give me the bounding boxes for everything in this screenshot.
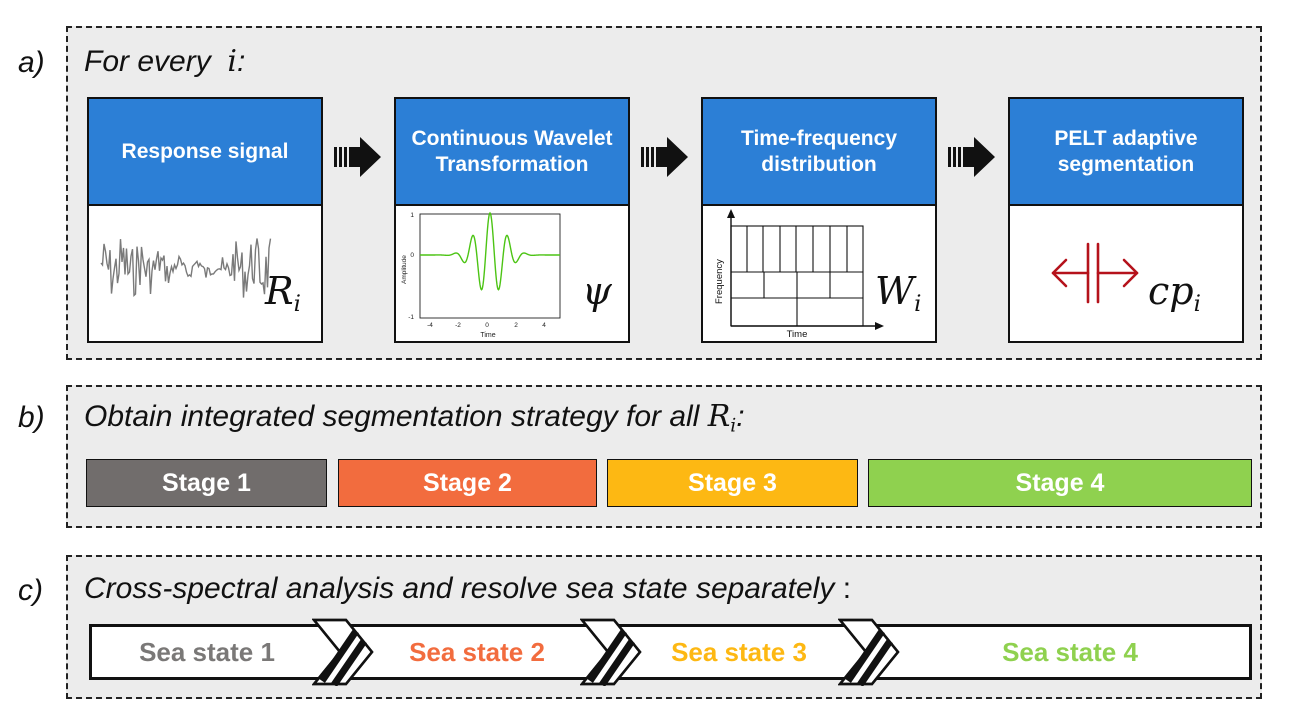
wavelet-xtick: -2: [455, 322, 461, 329]
stage-4-bar: Stage 4: [868, 459, 1252, 507]
response-symbol-base: R: [265, 269, 294, 313]
section-b-heading: Obtain integrated segmentation strategy …: [84, 399, 745, 437]
wavelet-xtick: 0: [485, 322, 489, 329]
section-c-heading-text: Cross-spectral analysis and resolve sea …: [84, 572, 835, 605]
response-symbol-subscript: i: [293, 290, 301, 317]
tf-symbol: Wi: [875, 269, 921, 317]
step-card-wavelet: Continuous Wavelet Transformation Amplit…: [394, 97, 630, 343]
tf-symbol-subscript: i: [914, 290, 922, 317]
tf-arrow-up: [727, 209, 735, 218]
section-a-heading-text: For every: [84, 45, 211, 78]
step-title: Response signal: [89, 99, 321, 206]
stage-1-bar: Stage 1: [86, 459, 327, 507]
tf-axes: [730, 216, 877, 327]
time-frequency-plot: Frequency Time: [703, 206, 935, 341]
wavelet-plot-axes: [419, 213, 561, 319]
stage-2-bar: Stage 2: [338, 459, 597, 507]
section-c-label: c): [18, 574, 43, 607]
sea-state-3-label: Sea state 3: [671, 636, 807, 667]
section-b-symbol: Ri: [707, 399, 737, 437]
step-card-response-signal: Response signal Ri: [87, 97, 323, 343]
chevron-divider-icon: [580, 618, 642, 686]
flow-arrow-icon: [948, 137, 995, 177]
chevron-divider-icon: [312, 618, 374, 686]
step-title: PELT adaptive segmentation: [1010, 99, 1242, 206]
tf-arrow-right: [875, 322, 884, 330]
stage-3-bar: Stage 3: [607, 459, 858, 507]
section-b-heading-text: Obtain integrated segmentation strategy …: [84, 400, 700, 433]
wavelet-xtick: -4: [427, 322, 433, 329]
pelt-symbol: cpi: [1148, 269, 1201, 317]
step-card-pelt: PELT adaptive segmentation cpi: [1008, 97, 1244, 343]
tf-ylabel: Frequency: [714, 259, 725, 304]
wavelet-curve: [420, 211, 560, 291]
wavelet-plot: Amplitude 1 0 -1 -4 -2 0 2 4 Time: [396, 206, 628, 341]
section-c-suffix: :: [834, 572, 852, 605]
tf-grid: [730, 225, 864, 327]
tf-symbol-base: W: [875, 269, 915, 313]
section-a-heading: For every i:: [84, 44, 245, 79]
wavelet-ylabel: Amplitude: [401, 255, 408, 284]
step-card-time-frequency: Time-frequency distribution: [701, 97, 937, 343]
chevron-divider-icon: [838, 618, 900, 686]
sea-state-1-label: Sea state 1: [139, 636, 275, 667]
sea-state-4-label: Sea state 4: [1002, 636, 1138, 667]
wavelet-xtick: 2: [514, 322, 518, 329]
step-title: Continuous Wavelet Transformation: [396, 99, 628, 206]
response-signal-plot: [89, 206, 321, 341]
response-signal-waveform: [100, 238, 272, 298]
change-point-icon: [1051, 242, 1139, 304]
section-b-symbol-base: R: [707, 399, 731, 434]
pelt-change-point: [1010, 206, 1242, 341]
sea-state-2-label: Sea state 2: [409, 636, 545, 667]
wavelet-ytick: -1: [408, 314, 414, 321]
pelt-symbol-subscript: i: [1193, 290, 1201, 317]
wavelet-xtick: 4: [542, 322, 546, 329]
tf-xlabel: Time: [787, 329, 808, 340]
section-c-heading: Cross-spectral analysis and resolve sea …: [84, 572, 851, 606]
wavelet-xlabel: Time: [480, 332, 495, 339]
wavelet-ytick: 0: [410, 252, 414, 259]
section-b-symbol-subscript: i: [730, 415, 737, 437]
section-b-label: b): [18, 401, 45, 434]
section-b-suffix: :: [736, 400, 745, 433]
response-symbol: Ri: [265, 269, 301, 317]
section-a-suffix: :: [236, 45, 246, 78]
flow-arrow-icon: [334, 137, 381, 177]
pelt-symbol-base: cp: [1148, 269, 1194, 313]
section-a-label: a): [18, 46, 45, 79]
section-a-symbol: i: [227, 44, 237, 79]
sea-state-bar: [89, 624, 1252, 680]
wavelet-symbol-base: ψ: [582, 269, 612, 313]
wavelet-symbol: ψ: [582, 269, 612, 313]
flow-arrow-icon: [641, 137, 688, 177]
step-title: Time-frequency distribution: [703, 99, 935, 206]
wavelet-ytick: 1: [410, 212, 414, 219]
